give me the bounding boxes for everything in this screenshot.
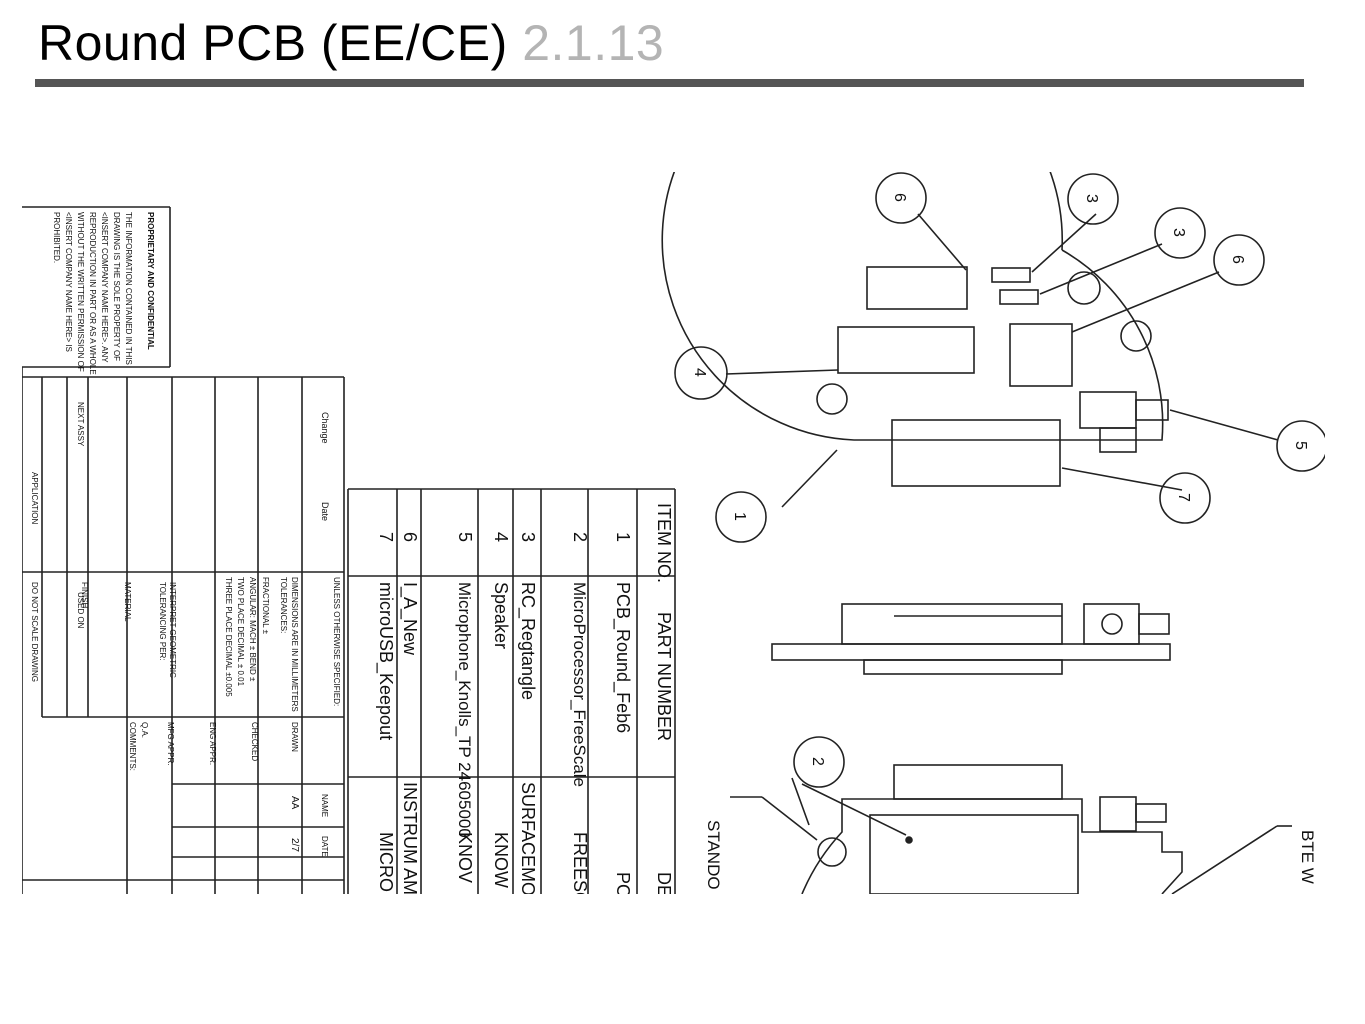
proprietary-line-2: DRAWING IS THE SOLE PROPERTY OF — [112, 212, 121, 361]
balloon-6-top: 6 — [891, 193, 908, 202]
bom-desc-5: KNOV — [455, 832, 475, 883]
mfg-appr-label: MFG APPR. — [166, 722, 175, 766]
engineering-drawing: PROPRIETARY AND CONFIDENTIAL THE INFORMA… — [22, 172, 1325, 894]
bom-item-3: 3 — [518, 532, 538, 542]
eng-appr-label: ENG APPR. — [208, 722, 217, 765]
change-label: Change — [320, 412, 330, 444]
tolerance-line-4: ANGULAR: MACH ± BEND ± — [248, 577, 257, 682]
tolerance-line-1: DIMENSIONS ARE IN MILLIMETERS — [290, 577, 299, 712]
proprietary-line-7: PROHIBITED. — [52, 212, 61, 263]
proprietary-heading: PROPRIETARY AND CONFIDENTIAL — [146, 212, 155, 350]
bom-part-5: Microphone_Knolls_TP 24605000 — [455, 582, 474, 838]
bom-item-6: 6 — [400, 532, 420, 542]
balloon-2: 2 — [809, 757, 826, 766]
bom-desc-4: KNOW — [491, 832, 511, 888]
pcb-top-view — [661, 172, 1279, 508]
application-label: APPLICATION — [30, 472, 39, 525]
pcb-side-view — [771, 603, 1171, 675]
bom-header-item: ITEM NO. — [654, 503, 674, 583]
item-7-usb — [891, 419, 1061, 487]
bom-desc-1: PC — [613, 872, 633, 894]
tolerance-line-6: THREE PLACE DECIMAL ±0.005 — [224, 577, 233, 697]
bom-part-3: RC_Regtangle — [517, 582, 538, 700]
balloon-3-second: 3 — [1170, 228, 1187, 237]
checked-label: CHECKED — [250, 722, 259, 761]
balloon-3-top: 3 — [1083, 194, 1100, 203]
tolerance-line-2: TOLERANCES: — [279, 577, 288, 633]
next-assy-label: NEXT ASSY — [76, 402, 85, 447]
name-header: NAME — [320, 794, 329, 817]
item-6-part-right — [1009, 323, 1073, 387]
bom-item-7: 7 — [376, 532, 396, 542]
comments-label: COMMENTS: — [128, 722, 137, 771]
bom-item-5: 5 — [455, 532, 475, 542]
qa-label: Q.A. — [140, 722, 149, 738]
bom-item-1: 1 — [613, 532, 633, 542]
proprietary-line-3: <INSERT COMPANY NAME HERE>. ANY — [100, 212, 109, 363]
balloon-1: 1 — [731, 512, 748, 521]
date-label: Date — [320, 502, 330, 521]
material-label: MATERIAL — [123, 582, 132, 622]
balloon-7: 7 — [1175, 493, 1192, 502]
item-3-part-b — [999, 289, 1039, 305]
date-header: DATE — [320, 836, 329, 857]
balloon-6-right: 6 — [1229, 255, 1246, 264]
tolerancing-label: TOLERANCING PER: — [158, 582, 167, 661]
slide-number: 2.1.13 — [522, 15, 665, 71]
bom-desc-7: MICRO — [376, 832, 396, 892]
bom-part-6: I_A_New — [399, 582, 420, 656]
used-on-label: USED ON — [76, 592, 85, 629]
item-6-part-top — [866, 266, 968, 310]
interpret-label: INTERPRET GEOMETRIC — [168, 582, 177, 678]
tolerance-line-5: TWO PLACE DECIMAL ± 0.01 — [236, 577, 245, 687]
standoff-label: STANDO — [704, 820, 723, 890]
do-not-scale-label: DO NOT SCALE DRAWING — [30, 582, 39, 682]
balloon-4: 4 — [691, 368, 708, 377]
finish-label: FINISH — [80, 582, 89, 608]
slide-title: Round PCB (EE/CE) 2.1.13 — [38, 8, 664, 78]
balloon-5: 5 — [1292, 441, 1309, 450]
proprietary-line-5: WITHOUT THE WRITTEN PERMISSION OF — [76, 212, 85, 372]
item-4-speaker — [837, 326, 975, 374]
bom-item-2: 2 — [570, 532, 590, 542]
item-5-mic — [1079, 391, 1137, 429]
bom-part-4: Speaker — [491, 582, 511, 649]
drawn-name: AA — [289, 796, 300, 810]
drawn-label: DRAWN — [290, 722, 299, 752]
proprietary-line-1: THE INFORMATION CONTAINED IN THIS — [124, 212, 133, 365]
bom-part-7: microUSB_Keepout — [375, 582, 396, 740]
bom-header-desc: DE — [654, 872, 674, 894]
bom-desc-6: INSTRUM AMP — [400, 782, 420, 894]
title-rule — [35, 79, 1304, 87]
slide-title-text: Round PCB (EE/CE) — [38, 15, 508, 71]
title-block — [22, 206, 345, 894]
item-3-part-a — [991, 267, 1031, 283]
bom-table-grid — [347, 488, 676, 894]
balloons — [674, 172, 1325, 788]
proprietary-line-6: <INSERT COMPANY NAME HERE> IS — [64, 212, 73, 352]
tolerance-line-3: FRACTIONAL ± — [261, 577, 270, 635]
bom-desc-2: FREESC — [570, 832, 590, 894]
bom-header-part: PART NUMBER — [654, 612, 674, 741]
unless-otherwise: UNLESS OTHERWISE SPECIFIED: — [332, 577, 341, 706]
proprietary-line-4: REPRODUCTION IN PART OR AS A WHOLE — [88, 212, 97, 375]
drawn-date: 2/7 — [289, 838, 300, 852]
bom-desc-3: SURFACEMOU — [518, 782, 538, 894]
bom-part-2: MicroProcessor_FreeScale — [570, 582, 589, 787]
bom-part-1: PCB_Round_Feb6 — [612, 582, 633, 733]
drawing-canvas: PROPRIETARY AND CONFIDENTIAL THE INFORMA… — [22, 172, 1325, 894]
pcb-bottom-view — [730, 764, 1292, 894]
bte-label: BTE W — [1298, 830, 1317, 884]
bom-item-4: 4 — [491, 532, 511, 542]
